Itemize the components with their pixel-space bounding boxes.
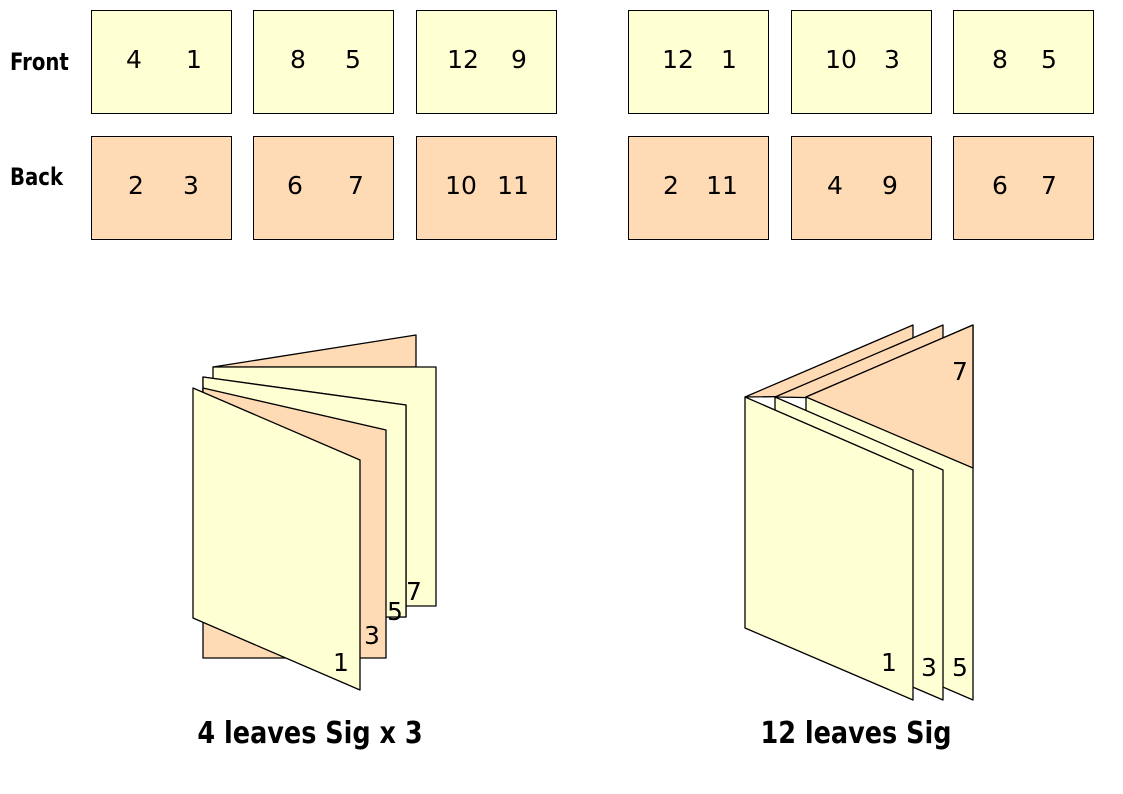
page-label: 7 (952, 357, 968, 386)
page-number: 8 (992, 45, 1008, 74)
page-number: 7 (1041, 171, 1057, 200)
page-number: 2 (128, 171, 144, 200)
sheet-front: 4 1 (91, 10, 232, 114)
page-number: 1 (186, 45, 202, 74)
leaf (744, 396, 914, 701)
page-number: 4 (126, 45, 142, 74)
page-label: 1 (333, 648, 349, 677)
page-number: 9 (511, 45, 527, 74)
page-number: 12 (447, 45, 479, 74)
sheet-back: 6 7 (253, 136, 394, 240)
sheet-back: 10 11 (416, 136, 557, 240)
page-number: 5 (1041, 45, 1057, 74)
sheet-front: 12 9 (416, 10, 557, 114)
leaf-back (212, 334, 417, 368)
sheet-back: 6 7 (953, 136, 1094, 240)
page-number: 7 (348, 171, 364, 200)
page-number: 8 (290, 45, 306, 74)
page-number: 3 (884, 45, 900, 74)
leaf-top-fold (805, 324, 974, 469)
page-number: 5 (345, 45, 361, 74)
sheet-back: 4 9 (791, 136, 932, 240)
page-number: 11 (497, 171, 529, 200)
page-number: 11 (706, 171, 738, 200)
page-label: 7 (406, 577, 422, 606)
page-number: 10 (825, 45, 857, 74)
page-number: 10 (445, 171, 477, 200)
page-number: 3 (183, 171, 199, 200)
page-number: 4 (827, 171, 843, 200)
sheet-front: 8 5 (253, 10, 394, 114)
page-label: 3 (921, 653, 937, 682)
caption-twelve-leaves-sig: 12 leaves Sig (760, 716, 952, 751)
booklet-twelve-leaves-sig (744, 324, 974, 701)
sheet-back: 2 3 (91, 136, 232, 240)
sheet-front: 8 5 (953, 10, 1094, 114)
page-number: 2 (663, 171, 679, 200)
caption-four-leaves-sig-x3: 4 leaves Sig x 3 (197, 716, 423, 751)
sheet-back: 2 11 (628, 136, 769, 240)
leaf (192, 387, 361, 691)
page-number: 12 (662, 45, 694, 74)
page-number: 6 (287, 171, 303, 200)
page-label: 1 (881, 648, 897, 677)
booklet-four-leaves-sig-x3 (192, 334, 437, 691)
sheet-front: 10 3 (791, 10, 932, 114)
page-number: 6 (992, 171, 1008, 200)
page-number: 9 (882, 171, 898, 200)
page-label: 5 (387, 597, 403, 626)
row-label-back: Back (10, 163, 64, 191)
page-number: 1 (721, 45, 737, 74)
sheet-front: 12 1 (628, 10, 769, 114)
page-label: 5 (952, 653, 968, 682)
row-label-front: Front (10, 48, 69, 76)
page-label: 3 (364, 621, 380, 650)
